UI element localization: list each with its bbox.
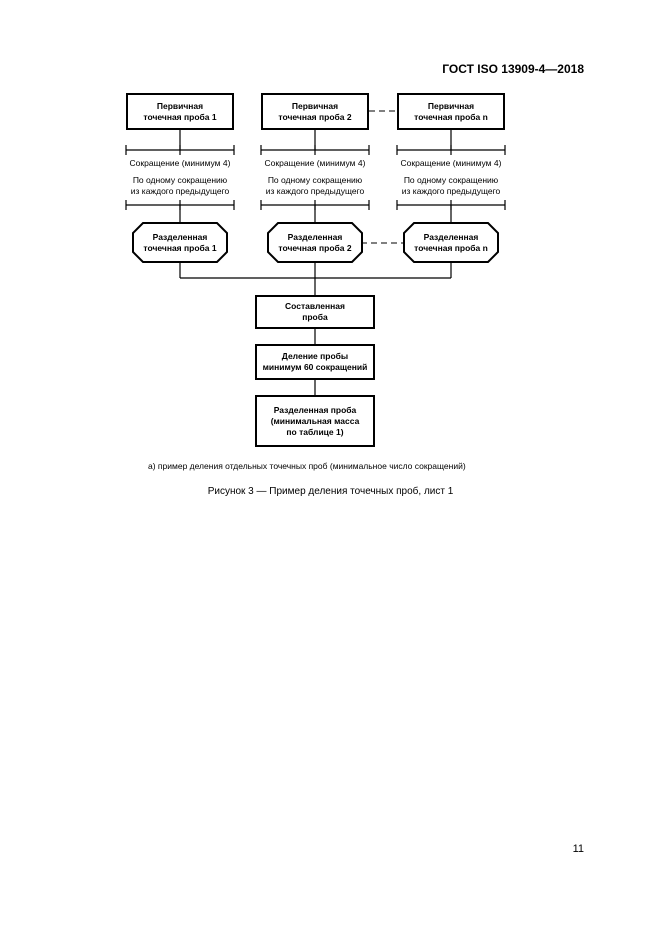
primary-increment-2-line2: точечная проба 2 — [278, 111, 352, 122]
primary-increment-n-line1: Первичная — [427, 100, 475, 111]
per-each-1-line1: По одному сокращению — [132, 175, 228, 185]
per-each-2-line1: По одному сокращению — [267, 175, 363, 185]
reduction-label-n: Сокращение (минимум 4) — [400, 158, 502, 168]
composed-line2: проба — [302, 312, 328, 322]
divided-increment-2-line2: точечная проба 2 — [278, 242, 352, 253]
division-line1: Деление пробы — [281, 351, 349, 361]
final-line1: Разделенная проба — [273, 404, 357, 415]
primary-increment-1-line2: точечная проба 1 — [143, 111, 217, 122]
divided-increment-2-shape — [267, 222, 363, 263]
final-line3: по таблице 1) — [286, 426, 344, 437]
divided-increment-1-line2: точечная проба 1 — [143, 242, 217, 253]
figure-caption: Рисунок 3 — Пример деления точечных проб… — [207, 486, 454, 497]
page-number: 11 — [572, 843, 584, 855]
composed-line1: Составленная — [285, 301, 345, 311]
divided-increment-n-line2: точечная проба n — [414, 242, 488, 253]
divided-increment-1-line1: Разделенная — [152, 231, 208, 242]
primary-increment-n-line2: точечная проба n — [414, 111, 488, 122]
primary-increment-1-line1: Первичная — [156, 100, 204, 111]
per-each-n-line1: По одному сокращению — [403, 175, 499, 185]
divided-increment-2-line1: Разделенная — [287, 231, 343, 242]
document-header: ГОСТ ISO 13909-4—2018 — [442, 62, 584, 76]
divided-increment-n-shape — [403, 222, 499, 263]
per-each-n-line2: из каждого предыдущего — [401, 186, 501, 196]
per-each-1-line2: из каждого предыдущего — [130, 186, 230, 196]
division-line2: минимум 60 сокращений — [262, 362, 368, 372]
per-each-2-line2: из каждого предыдущего — [265, 186, 365, 196]
figure-note: а) пример деления отдельных точечных про… — [148, 461, 466, 471]
reduction-label-2: Сокращение (минимум 4) — [264, 158, 366, 168]
divided-increment-n-line1: Разделенная — [423, 231, 479, 242]
reduction-label-1: Сокращение (минимум 4) — [129, 158, 231, 168]
primary-increment-2-line1: Первичная — [291, 100, 339, 111]
divided-increment-1-shape — [132, 222, 228, 263]
final-line2: (минимальная масса — [270, 415, 360, 426]
